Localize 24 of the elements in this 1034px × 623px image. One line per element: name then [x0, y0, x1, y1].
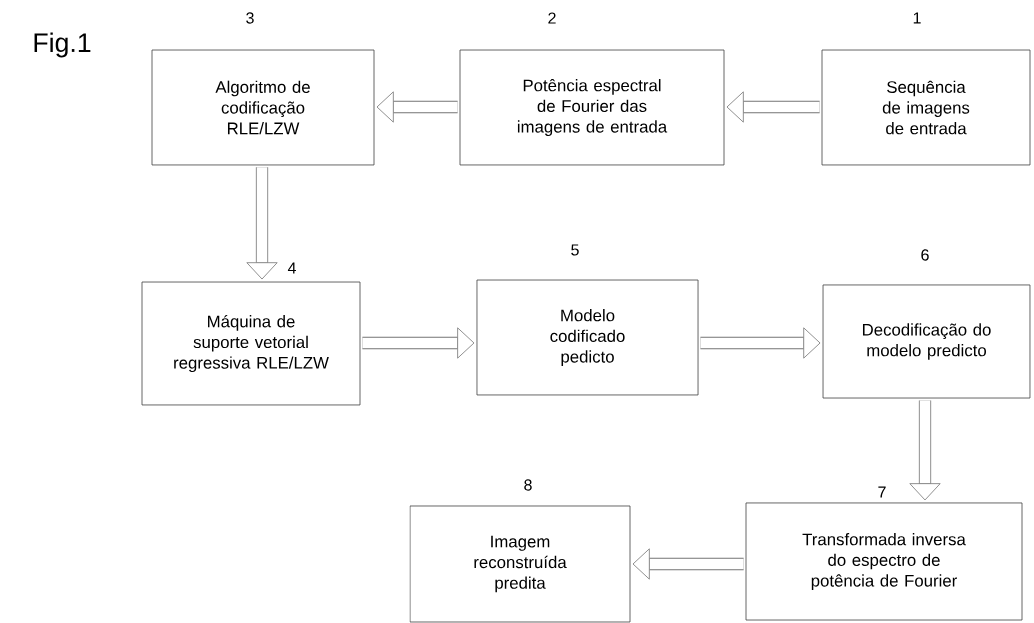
process-box: Decodificação do modelo predicto: [822, 284, 1031, 399]
step-number: 1: [913, 12, 921, 24]
process-box: Algoritmo de codificação RLE/LZW: [151, 49, 375, 166]
step-number: 4: [287, 262, 296, 274]
block-arrow: [246, 167, 278, 280]
block-arrow: [632, 548, 744, 580]
block-arrow: [362, 327, 475, 359]
process-box: Sequência de imagens de entrada: [821, 49, 1031, 166]
step-number: 2: [548, 12, 556, 24]
step-number: 5: [571, 244, 579, 256]
process-box: Transformada inversa do espectro de potência de Fourier: [745, 502, 1023, 621]
process-box: Máquina de suporte vetorial regressiva RLE/LZW: [141, 281, 361, 406]
figure-title: Fig.1: [34, 32, 91, 58]
block-arrow: [700, 327, 821, 359]
block-arrow: [726, 91, 820, 123]
process-box: Imagem reconstruída predita: [409, 505, 631, 623]
process-box: Potência espectral de Fourier das imagens de entrada: [459, 49, 725, 166]
step-number: 3: [246, 12, 254, 24]
block-arrow: [376, 91, 458, 123]
step-number: 8: [524, 479, 532, 491]
block-arrow: [909, 400, 941, 501]
step-number: 6: [921, 249, 929, 261]
step-number: 7: [878, 486, 886, 498]
process-box: Modelo codificado pedicto: [476, 279, 699, 396]
